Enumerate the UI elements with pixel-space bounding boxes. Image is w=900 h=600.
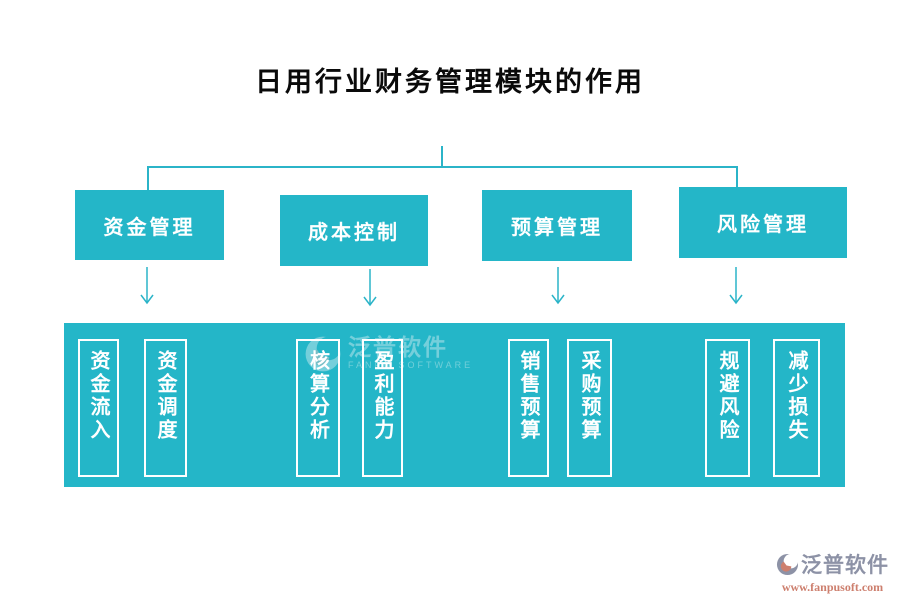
sub-box-label: 减少损失 <box>785 350 807 442</box>
sub-box-label: 资金流入 <box>87 350 109 442</box>
sub-box-label: 核算分析 <box>306 350 329 442</box>
down-arrow-icon <box>551 267 565 305</box>
branch-label: 资金管理 <box>103 216 196 239</box>
page-title: 日用行业财务管理模块的作用 <box>255 67 645 97</box>
branch-box-fund-management: 资金管理 <box>75 190 224 260</box>
sub-box-fund-dispatch: 资金调度 <box>144 339 187 477</box>
sub-box-avoid-risk: 规避风险 <box>705 339 750 477</box>
branch-box-risk-management: 风险管理 <box>679 187 847 258</box>
sub-box-label: 资金调度 <box>154 350 176 442</box>
connector-drop-right <box>736 166 738 188</box>
connector-drop-left <box>147 166 149 191</box>
sub-box-profitability: 盈利能力 <box>362 339 403 477</box>
fanpu-logo-icon <box>776 553 799 575</box>
sub-box-capital-inflow: 资金流入 <box>78 339 119 477</box>
sub-box-accounting-analysis: 核算分析 <box>296 339 340 477</box>
branch-box-budget-management: 预算管理 <box>482 190 632 261</box>
footer-url: www.fanpusoft.com <box>781 580 884 594</box>
down-arrow-icon <box>140 267 154 305</box>
branch-label: 预算管理 <box>511 217 603 239</box>
sub-box-label: 盈利能力 <box>371 350 393 442</box>
sub-box-label: 销售预算 <box>517 350 539 442</box>
down-arrow-icon <box>729 267 743 305</box>
footer-brand-name: 泛普软件 <box>801 553 889 577</box>
sub-box-label: 采购预算 <box>578 350 600 442</box>
sub-box-label: 规避风险 <box>716 350 738 442</box>
detail-band: 泛普软件 FANPU SOFTWARE 资金流入 资金调度 核算分析 盈利能力 … <box>64 323 845 487</box>
connector-horizontal <box>147 166 738 168</box>
branch-label: 成本控制 <box>308 222 400 244</box>
branch-box-cost-control: 成本控制 <box>280 195 428 266</box>
connector-stem <box>441 146 443 167</box>
footer-brand-block: 泛普软件 www.fanpusoft.com <box>770 549 895 595</box>
sub-box-reduce-loss: 减少损失 <box>773 339 820 477</box>
down-arrow-icon <box>363 269 377 307</box>
sub-box-sales-budget: 销售预算 <box>508 339 549 477</box>
sub-box-purchase-budget: 采购预算 <box>567 339 612 477</box>
branch-label: 风险管理 <box>717 214 809 236</box>
